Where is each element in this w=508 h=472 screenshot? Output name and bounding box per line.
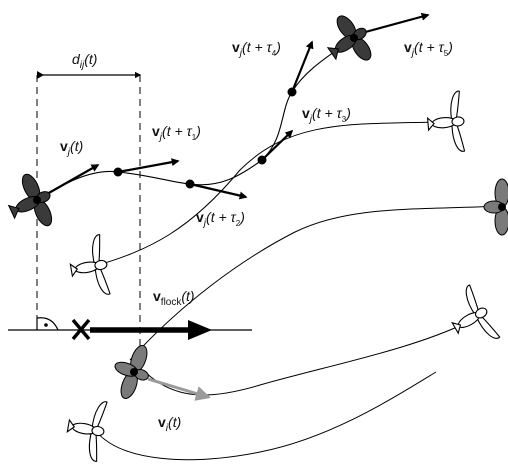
leader-bird-position [33, 196, 41, 204]
label-vj-t: vj(t) [60, 138, 83, 158]
white-bird-bottom-left-icon [66, 401, 108, 462]
white-bird-mid-right-icon [451, 284, 501, 339]
follower-velocity-arrow [147, 377, 211, 401]
velocity-arrow-t [39, 164, 100, 199]
grey-bird-right-icon [483, 178, 508, 236]
follower-bird-position [130, 368, 138, 376]
label-vi-t: vi(t) [158, 414, 181, 434]
flock-velocity-arrowhead [188, 320, 212, 340]
leader-bird-future-position [350, 34, 358, 42]
right-angle-dot [44, 323, 48, 327]
label-distance: dij(t) [72, 51, 97, 71]
cross-icon [71, 318, 91, 341]
label-vflock: vflock(t) [153, 288, 195, 308]
velocity-arrow-t5 [357, 12, 430, 36]
label-vj-t4: vj(t + τ4) [232, 39, 281, 59]
leader-bird-future-icon [326, 15, 372, 61]
label-vj-t3: vj(t + τ3) [302, 105, 351, 125]
trajectory-grey-bird-right [129, 205, 501, 361]
velocity-arrow-t3 [261, 129, 294, 161]
distance-arrow-tail [37, 71, 44, 79]
grey-bird-right-position [498, 203, 506, 211]
right-angle-marker [36, 317, 59, 331]
label-vj-t1: vj(t + τ1) [152, 123, 201, 143]
leader-bird-icon [7, 173, 53, 227]
velocity-arrow-t1 [117, 158, 180, 174]
velocity-arrow-t4 [290, 40, 314, 93]
velocity-arrow-t2 [189, 182, 248, 200]
label-vj-t2: vj(t + τ2) [196, 209, 245, 229]
trajectory-white-bird-2 [144, 321, 469, 396]
label-vj-t5: vj(t + τ5) [404, 39, 453, 59]
trajectory-white-bird-3 [94, 371, 437, 461]
trajectory-white-bird-1 [94, 121, 441, 267]
white-bird-left-icon [69, 234, 111, 295]
white-bird-top-right-icon [426, 90, 466, 152]
